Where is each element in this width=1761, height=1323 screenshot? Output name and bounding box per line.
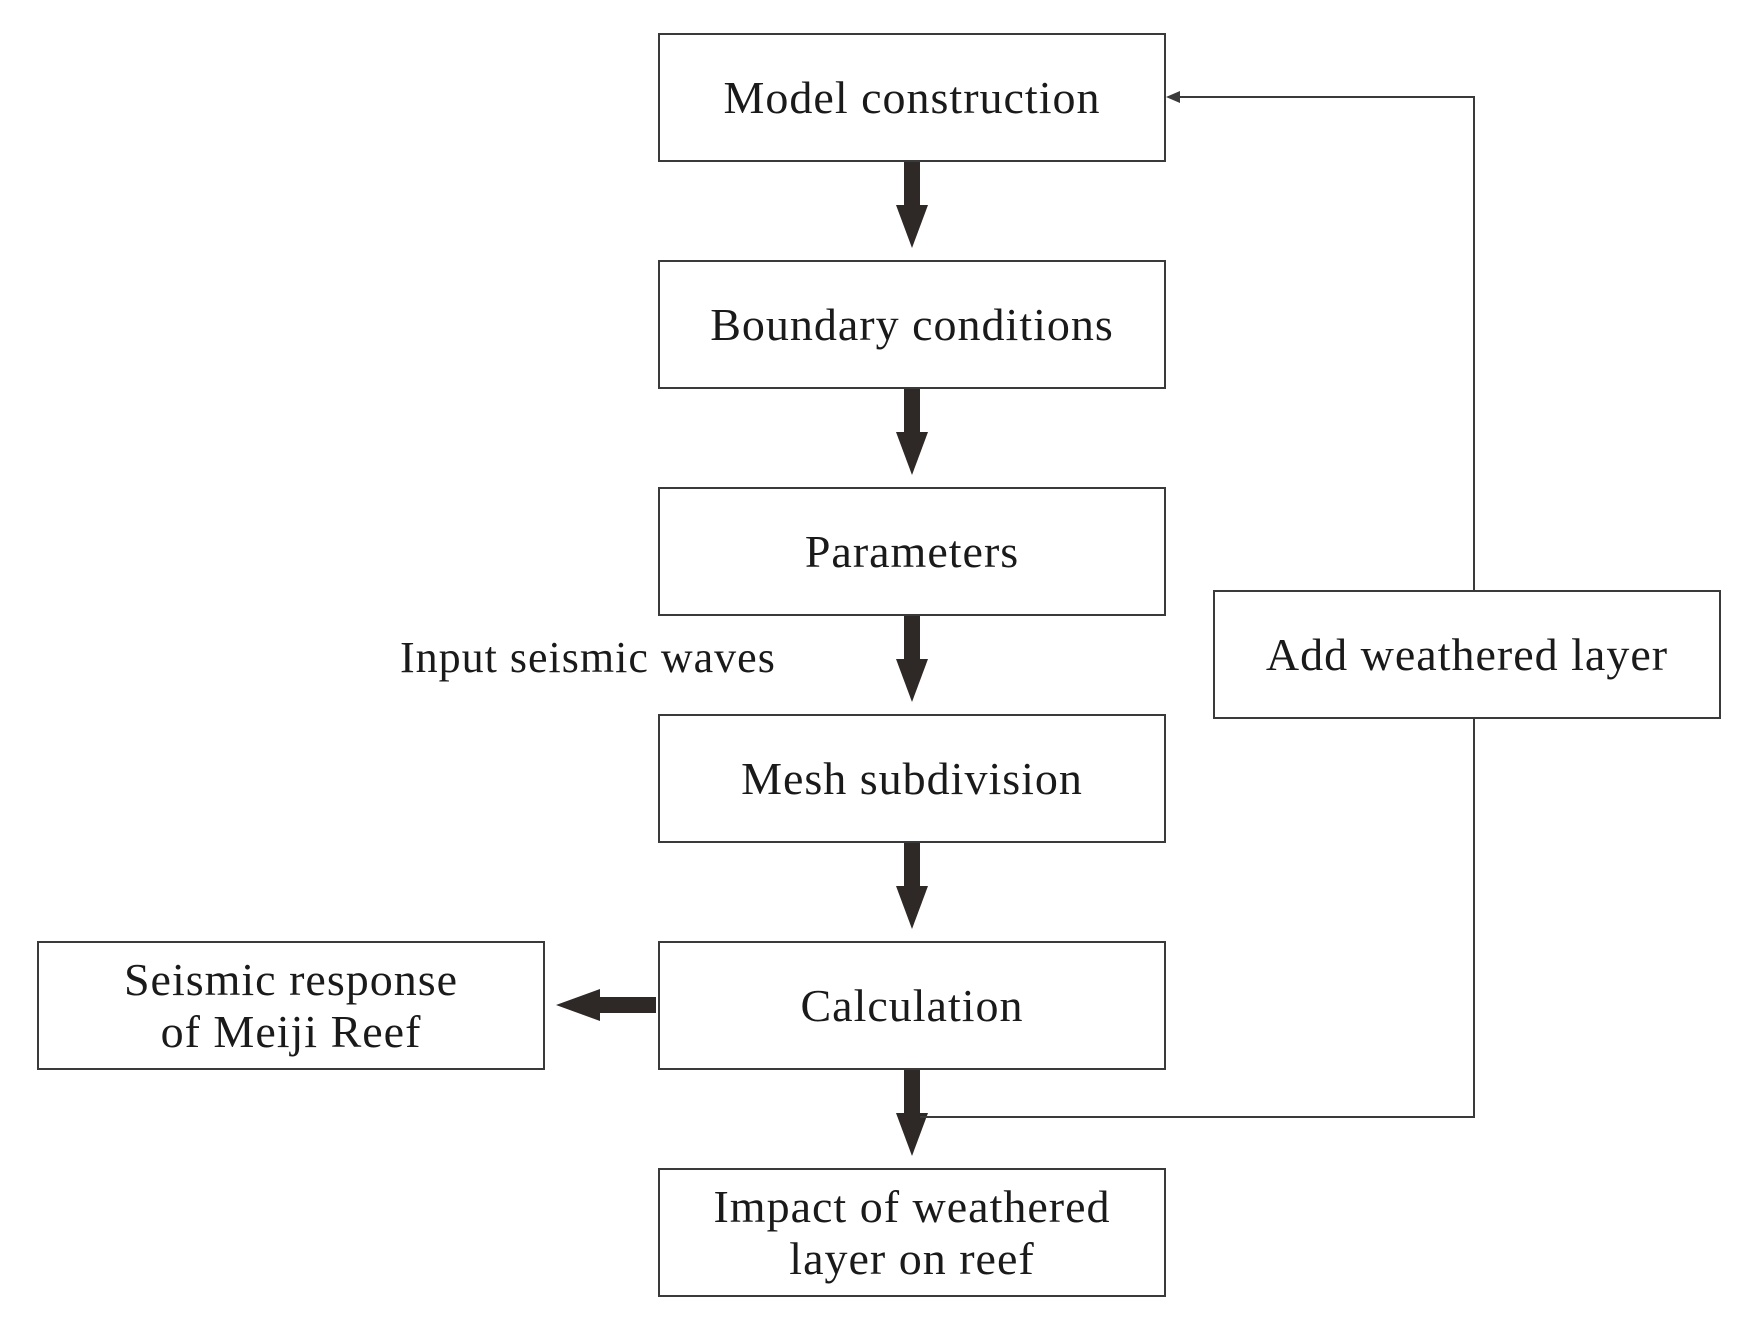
node-seismic-response: Seismic response of Meiji Reef: [37, 941, 545, 1070]
node-parameters-label: Parameters: [804, 525, 1020, 577]
node-calculation: Calculation: [658, 941, 1166, 1070]
arrow-boundary-to-parameters: [896, 389, 928, 475]
arrow-model-to-boundary: [896, 162, 928, 248]
node-calculation-label: Calculation: [800, 979, 1024, 1031]
node-mesh-subdivision-label: Mesh subdivision: [741, 752, 1083, 804]
node-add-weathered-layer-label: Add weathered layer: [1265, 628, 1669, 680]
feedback-line-upper: [1178, 96, 1475, 590]
node-impact-of-weathered-layer: Impact of weathered layer on reef: [658, 1168, 1166, 1297]
node-impact-of-weathered-layer-label: Impact of weathered layer on reef: [713, 1180, 1111, 1284]
node-boundary-conditions-label: Boundary conditions: [710, 298, 1114, 350]
arrow-calculation-to-impact: [896, 1070, 928, 1156]
edge-label-input-seismic-waves: Input seismic waves: [400, 633, 776, 682]
arrow-calculation-to-seismic-response: [556, 989, 656, 1021]
arrow-mesh-to-calculation: [896, 843, 928, 929]
node-model-construction-label: Model construction: [723, 71, 1101, 123]
node-add-weathered-layer: Add weathered layer: [1213, 590, 1721, 719]
feedback-arrowhead: [1166, 91, 1180, 103]
node-seismic-response-label: Seismic response of Meiji Reef: [123, 953, 459, 1057]
node-mesh-subdivision: Mesh subdivision: [658, 714, 1166, 843]
node-parameters: Parameters: [658, 487, 1166, 616]
arrow-parameters-to-mesh: [896, 616, 928, 702]
node-model-construction: Model construction: [658, 33, 1166, 162]
node-boundary-conditions: Boundary conditions: [658, 260, 1166, 389]
feedback-line-lower: [920, 717, 1475, 1118]
